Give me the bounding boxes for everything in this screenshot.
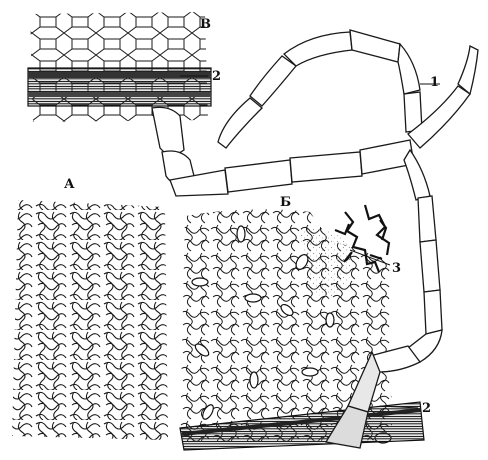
panel-stomata-epidermis (180, 209, 424, 450)
label-3: 3 (392, 261, 401, 276)
label-2-top: 2 (212, 69, 221, 84)
panel-v-epidermis (28, 12, 211, 122)
panel-a-epidermis (12, 200, 168, 440)
multicellular-hair-b (152, 107, 414, 196)
label-2-bottom: 2 (422, 401, 431, 416)
label-1: 1 (430, 75, 439, 90)
label-v: В (200, 17, 211, 32)
label-a: А (64, 177, 75, 192)
label-b: Б (280, 195, 291, 210)
